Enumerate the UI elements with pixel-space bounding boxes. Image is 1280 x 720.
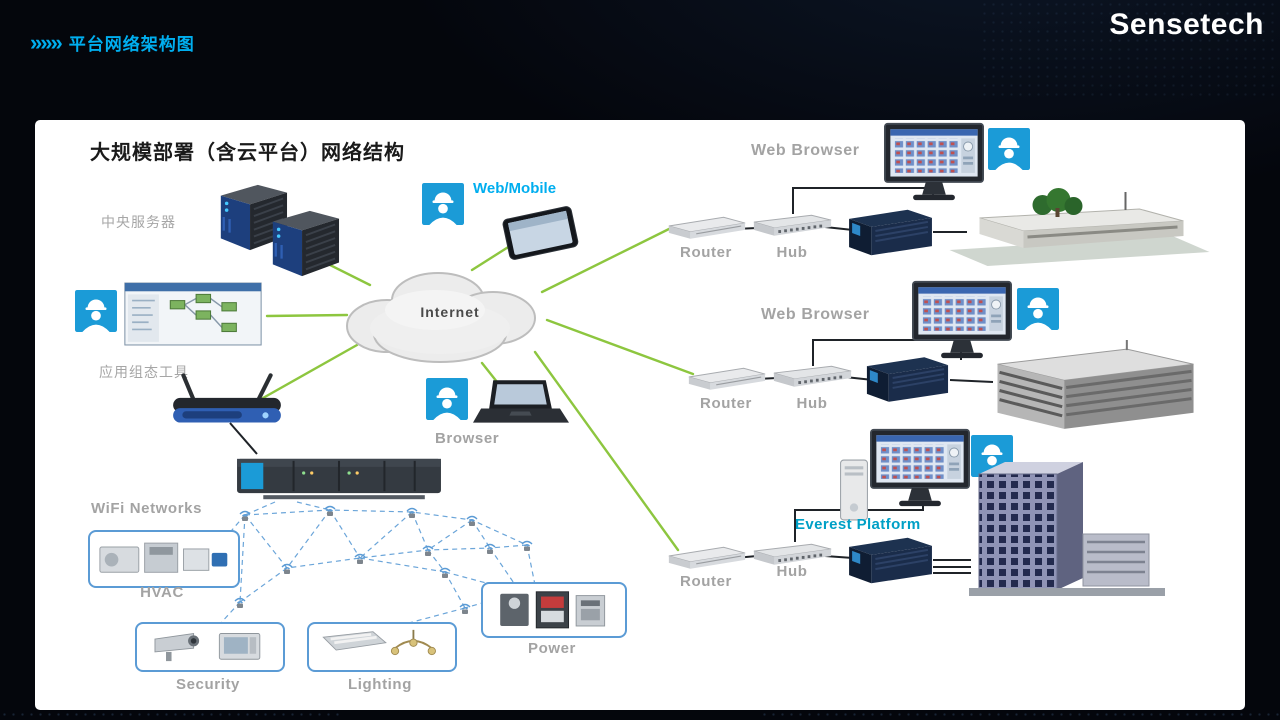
worker-icon-app-tool <box>75 290 117 332</box>
hub-icon-1 <box>749 210 835 240</box>
worker-icon-browser <box>426 378 468 420</box>
monitor-icon-3 <box>869 428 971 508</box>
chevrons-icon: »»» <box>30 29 63 55</box>
app-tool-label: 应用组态工具 <box>99 364 189 380</box>
building-icon-3 <box>961 446 1173 598</box>
worker-icon-cluster-2 <box>1017 288 1059 330</box>
security-camera-icon <box>154 632 261 662</box>
web-mobile-label: Web/Mobile <box>473 180 557 197</box>
hub-label-3: Hub <box>776 563 808 580</box>
brand-logo: Sensetech <box>1109 8 1264 41</box>
wifi-networks-label: WiFi Networks <box>91 500 203 517</box>
building-icon-1 <box>947 188 1213 268</box>
tablet-icon <box>497 200 583 262</box>
slide-header: »»» 平台网络架构图 <box>30 30 195 55</box>
router-label-1: Router <box>680 244 732 261</box>
wifi-router-icon <box>168 370 286 432</box>
hub-label-1: Hub <box>776 244 808 261</box>
security-label: Security <box>176 676 240 693</box>
plc-controller-icon <box>233 450 445 504</box>
app-config-window-icon <box>123 282 263 346</box>
worker-icon-web-mobile <box>422 183 464 225</box>
browser-label: Browser <box>435 430 500 447</box>
lighting-label: Lighting <box>348 676 412 693</box>
security-zone <box>135 622 285 672</box>
page-title: 平台网络架构图 <box>68 35 195 54</box>
worker-icon-cluster-1 <box>988 128 1030 170</box>
router-icon-1 <box>663 212 749 242</box>
central-server-label: 中央服务器 <box>101 214 176 230</box>
central-server-icon-2 <box>259 206 347 280</box>
router-label-3: Router <box>680 573 732 590</box>
router-icon-3 <box>663 542 749 572</box>
diagram-canvas: 大规模部署（含云平台）网络结构 中央服务器 Web/Mobile Interne… <box>35 120 1245 710</box>
decor-dots-bottom-left <box>0 710 340 720</box>
hvac-equipment-icon <box>99 542 228 574</box>
power-label: Power <box>527 640 576 657</box>
building-icon-2 <box>975 340 1213 436</box>
internet-label: Internet <box>420 304 480 320</box>
gateway-icon-3 <box>841 532 937 590</box>
lighting-zone <box>307 622 457 672</box>
decor-dots-bottom-right <box>760 710 1280 720</box>
web-browser-label-2: Web Browser <box>761 306 870 323</box>
power-equipment-icon <box>499 591 605 629</box>
hub-icon-2 <box>769 361 855 391</box>
everest-platform-label: Everest Platform <box>795 516 921 533</box>
router-label-2: Router <box>700 395 752 412</box>
laptop-icon <box>473 378 569 434</box>
hvac-label: HVAC <box>140 584 184 601</box>
web-browser-label-1: Web Browser <box>751 142 860 159</box>
router-icon-2 <box>683 363 769 393</box>
gateway-icon-1 <box>841 204 937 262</box>
power-zone <box>481 582 627 638</box>
tower-pc-icon <box>837 458 871 522</box>
lighting-fixtures-icon <box>321 628 437 656</box>
hub-label-2: Hub <box>796 395 828 412</box>
diagram-title: 大规模部署（含云平台）网络结构 <box>90 142 405 164</box>
gateway-icon-2 <box>859 352 953 408</box>
hvac-zone <box>88 530 240 588</box>
